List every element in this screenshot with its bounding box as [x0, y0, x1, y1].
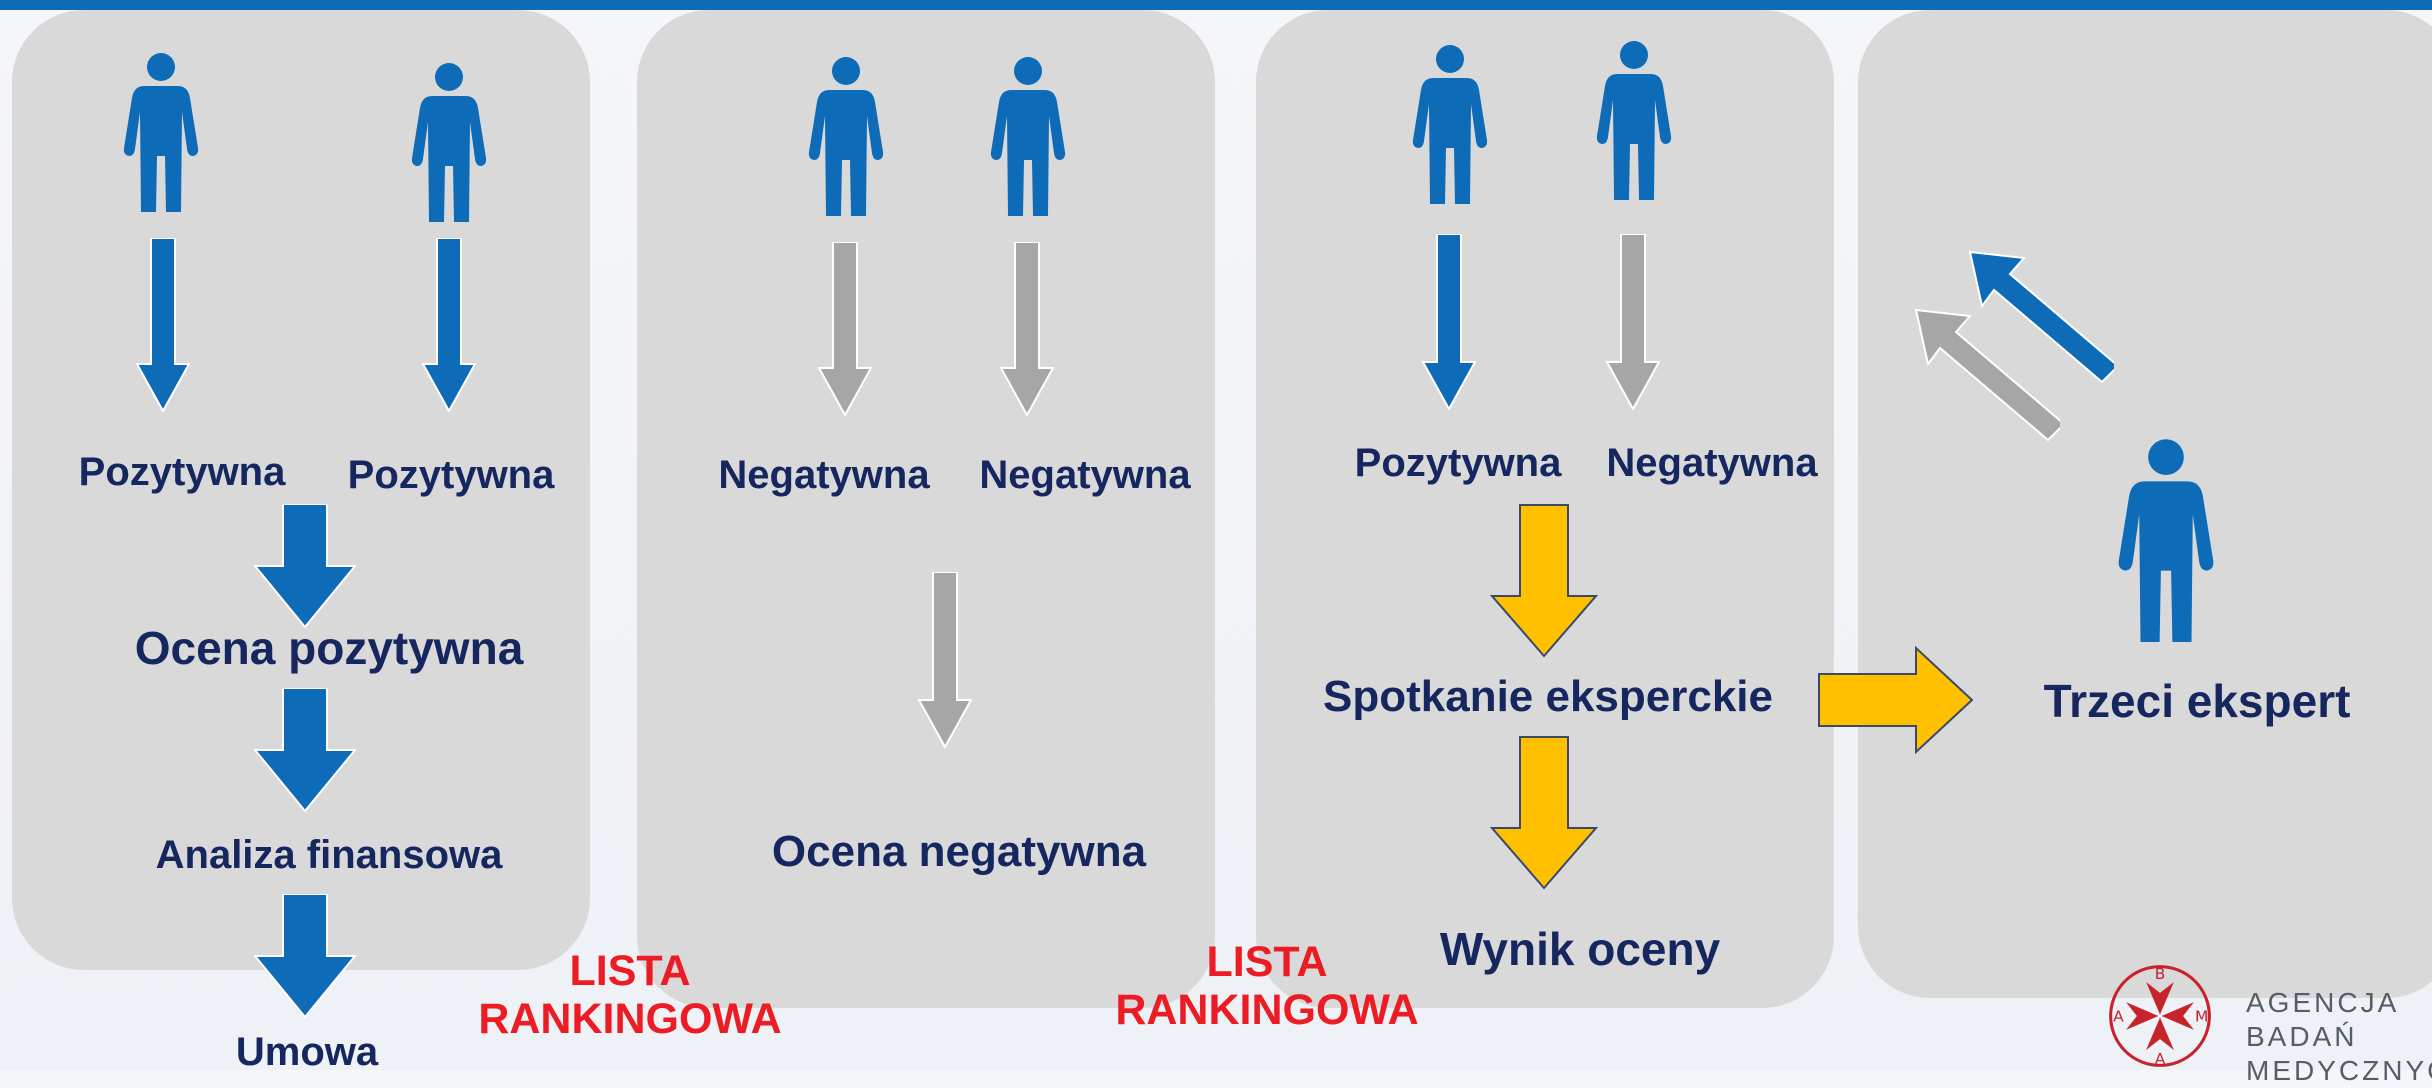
person-icon: [411, 63, 487, 222]
person-icon: [2118, 439, 2214, 642]
arrow-down-icon: [254, 688, 356, 812]
person-icon: [990, 57, 1066, 216]
person-icon: [1596, 41, 1672, 200]
opinion-label-negative: Negatywna: [718, 453, 930, 497]
person-icon: [123, 53, 199, 212]
ranking-list-label: LISTA RANKINGOWA: [1115, 938, 1419, 1035]
maltese-cross-icon: B A M A: [2109, 965, 2211, 1068]
step-expert-meeting: Spotkanie eksperckie: [1322, 672, 1774, 721]
arrow-down-icon: [918, 572, 972, 748]
arrow-down-icon: [1000, 242, 1054, 416]
arrow-down-icon: [422, 238, 476, 412]
logo-wordmark: AGENCJA BADAŃ MEDYCZNYCH: [2246, 987, 2432, 1086]
opinion-label-positive: Pozytywna: [78, 450, 286, 494]
person-icon: [808, 57, 884, 216]
step-financial-analysis: Analiza finansowa: [155, 833, 503, 877]
logo-monogram-letter: B: [2155, 965, 2166, 983]
person-icon: [1412, 45, 1488, 204]
result-negative-assessment: Ocena negatywna: [771, 827, 1147, 876]
third-expert-label: Trzeci ekspert: [2043, 675, 2351, 727]
arrow-down-icon: [1606, 234, 1660, 410]
arrow-down-icon: [818, 242, 872, 416]
step-contract: Umowa: [235, 1030, 379, 1074]
opinion-label-positive: Pozytywna: [347, 453, 555, 497]
logo-monogram-letter: M: [2195, 1007, 2208, 1025]
opinion-label-negative: Negatywna: [979, 453, 1191, 497]
ranking-list-label: LISTA RANKINGOWA: [478, 947, 782, 1044]
arrow-down-icon: [1422, 234, 1476, 410]
opinion-label-positive: Pozytywna: [1354, 441, 1562, 485]
top-bar: [0, 0, 2432, 10]
step-positive-assessment: Ocena pozytywna: [134, 622, 524, 674]
arrow-down-icon: [1490, 504, 1598, 658]
panel-two-positive: [12, 10, 590, 970]
arrow-down-icon: [136, 238, 190, 412]
opinion-label-negative: Negatywna: [1606, 441, 1818, 485]
arrow-diagonal-icon: [1914, 308, 2060, 442]
arrow-diagonal-icon: [1968, 250, 2114, 384]
panel-two-negative: [637, 10, 1215, 1008]
arrow-down-icon: [254, 504, 356, 628]
logo-monogram-letter: A: [2155, 1050, 2166, 1068]
arrow-right-icon: [1818, 646, 1974, 754]
arrow-down-icon: [254, 894, 356, 1018]
result-assessment: Wynik oceny: [1439, 923, 1721, 975]
arrow-down-icon: [1490, 736, 1598, 890]
logo-monogram-letter: A: [2113, 1007, 2124, 1025]
